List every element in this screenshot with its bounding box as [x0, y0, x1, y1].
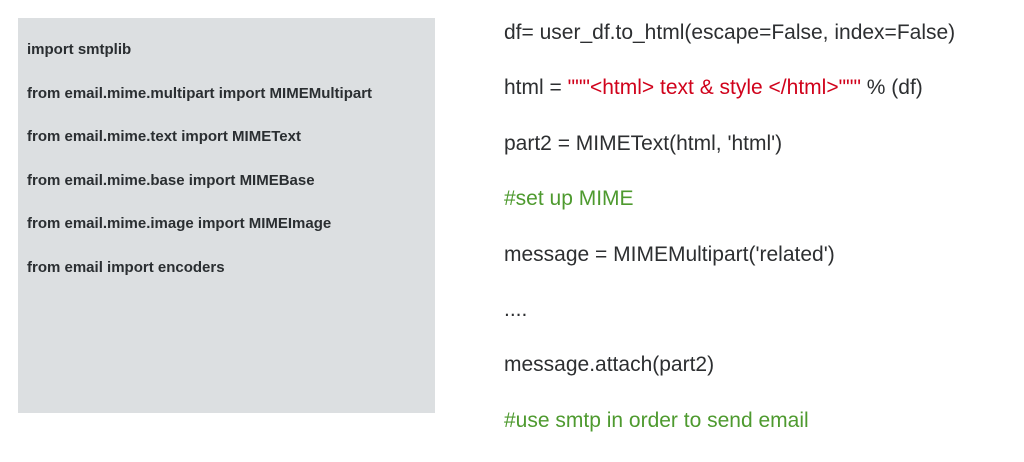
imports-code-block: import smtplib from email.mime.multipart…	[18, 18, 435, 413]
code-text: % (df)	[860, 76, 923, 100]
code-line-html-template: html = """<html> text & style </html>"""…	[504, 74, 1019, 129]
code-line-to-html: df= user_df.to_html(escape=False, index=…	[504, 21, 956, 44]
import-line: import smtplib	[27, 41, 132, 58]
import-line: from email.mime.image import MIMEImage	[27, 215, 332, 233]
code-line-attach: message.attach(part2)	[504, 353, 715, 377]
code-ellipsis: ....	[504, 297, 528, 321]
code-line-multipart: message = MIMEMultipart('related')	[504, 242, 835, 266]
import-line: from email.mime.text import MIMEText	[27, 128, 301, 146]
import-line: from email import encoders	[27, 258, 225, 276]
import-line: from email.mime.base import MIMEBase	[27, 171, 315, 189]
code-line-mimetext: part2 = MIMEText(html, 'html')	[504, 131, 783, 155]
import-line: from email.mime.multipart import MIMEMul…	[27, 84, 373, 102]
code-comment: #use smtp in order to send email	[504, 408, 809, 432]
string-literal: """<html> text & style </html>"""	[567, 76, 861, 100]
code-listing: df= user_df.to_html(escape=False, index=…	[504, 19, 1019, 462]
code-text: html =	[504, 76, 568, 100]
code-comment: #set up MIME	[504, 187, 634, 211]
